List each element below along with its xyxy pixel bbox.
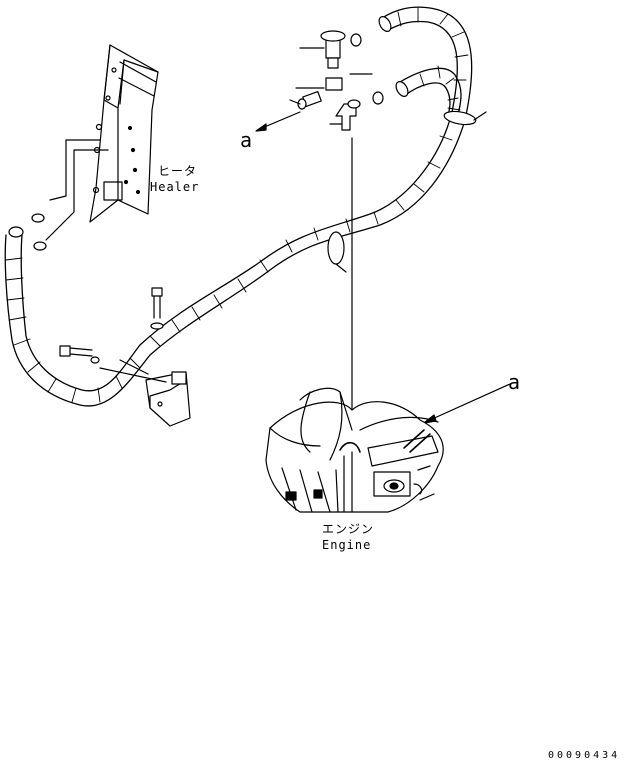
heater-hose xyxy=(4,6,473,407)
valve-fittings xyxy=(289,30,384,131)
view-ref-right-label: a xyxy=(508,370,521,394)
heater-fittings xyxy=(8,213,47,251)
document-number: 00090434 xyxy=(548,750,621,761)
hose-clamp-middle xyxy=(327,231,347,273)
view-ref-top-label: a xyxy=(240,128,253,152)
heater-leader-upper xyxy=(49,139,101,201)
mounting-hardware xyxy=(59,287,191,427)
heater-leader-lower xyxy=(45,149,109,241)
engine-label-en: Engine xyxy=(322,538,372,552)
heater-unit xyxy=(89,44,159,223)
engine-assembly xyxy=(265,387,444,513)
view-arrow-right xyxy=(423,383,511,424)
hose-clamp-upper xyxy=(443,110,487,126)
engine-label-jp: エンジン xyxy=(322,522,375,536)
view-arrow-top xyxy=(255,111,301,132)
heater-label-en: Healer xyxy=(150,180,200,194)
heater-label-jp: ヒータ xyxy=(158,164,198,178)
